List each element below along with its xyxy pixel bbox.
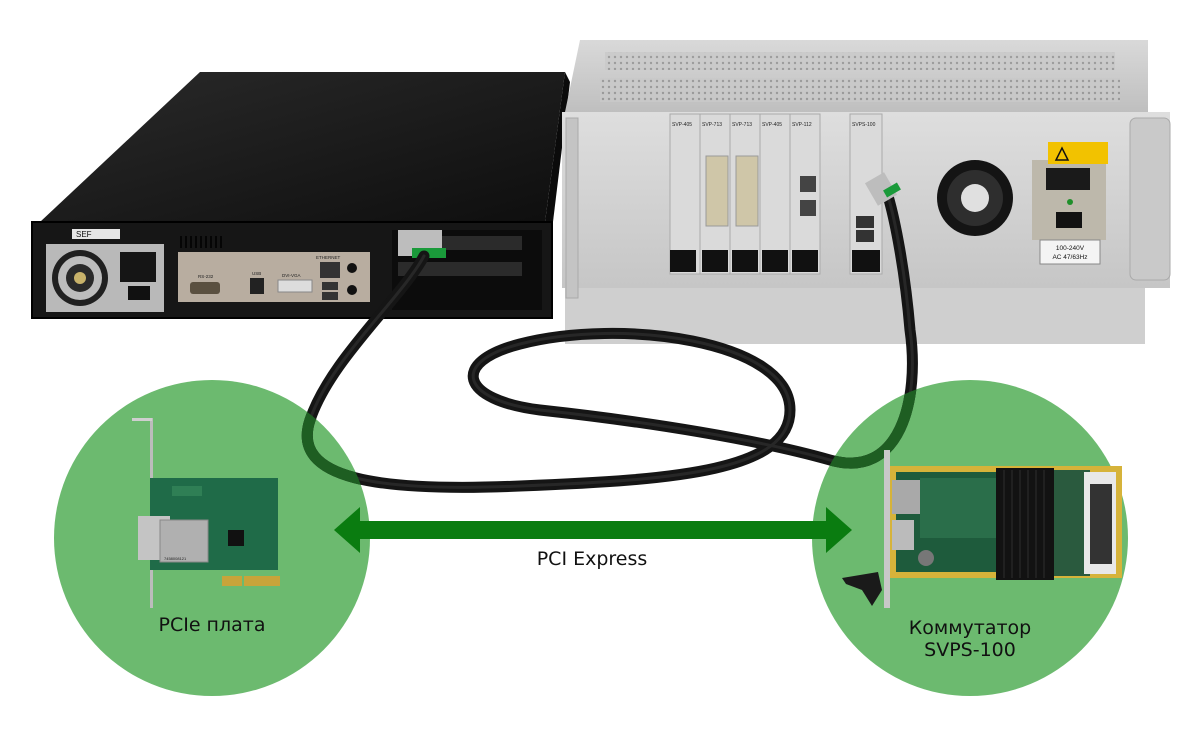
pcie-card-label: PCIe плата — [158, 614, 266, 636]
port-label-dvi: DVI-VGA — [282, 273, 301, 278]
card-label-6: SVPS-100 — [852, 122, 876, 128]
card-label-3: SVP-713 — [732, 122, 752, 128]
port-label-ethernet: ETHERNET — [316, 255, 341, 260]
pci-express-arrow — [334, 507, 852, 553]
card-label-5: SVP-112 — [792, 122, 812, 128]
power-rating-line2: AC 47/63Hz — [1052, 254, 1087, 261]
chassis-card-slots: SVP-405 SVP-713 SVP-713 SVP-405 SVP-112 … — [669, 113, 883, 275]
host-pc-unit: SEF RS-232 USB DVI-VGA ETHERNET — [31, 72, 570, 319]
pc-brand-label: SEF — [76, 230, 92, 239]
cpci-chassis: SVP-405 SVP-713 SVP-713 SVP-405 SVP-112 … — [562, 40, 1171, 344]
svps-100-card-image — [842, 450, 1122, 608]
port-label-usb: USB — [252, 271, 261, 276]
switch-label-line2: SVPS-100 — [924, 639, 1016, 661]
arrow-right-head-icon — [816, 507, 852, 553]
chassis-power-supply: 100-240V AC 47/63Hz — [937, 142, 1108, 265]
card-label-2: SVP-713 — [702, 122, 722, 128]
pci-express-label: PCI Express — [536, 548, 648, 570]
port-label-rs232: RS-232 — [198, 274, 214, 279]
power-rating-line1: 100-240V — [1056, 245, 1085, 252]
pcie-card-image: 7458008121 — [132, 418, 280, 608]
pcie-card-serial: 7458008121 — [164, 556, 187, 561]
arrow-shaft — [358, 521, 826, 539]
card-label-4: SVP-405 — [762, 122, 782, 128]
arrow-left-head-icon — [334, 507, 372, 553]
card-label-1: SVP-405 — [672, 122, 692, 128]
switch-label-line1: Коммутатор — [908, 617, 1032, 639]
